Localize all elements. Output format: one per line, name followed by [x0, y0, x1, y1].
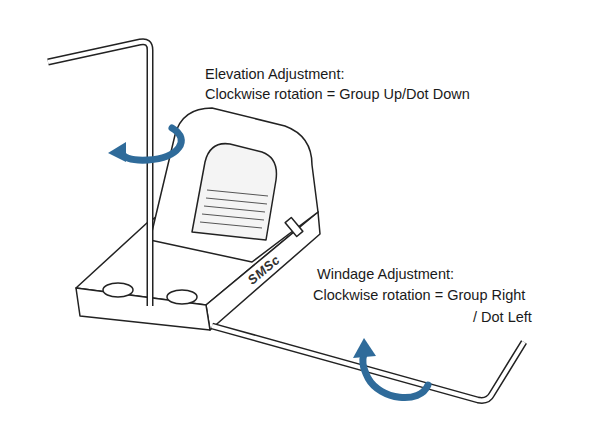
screw-recess: [167, 290, 197, 304]
callout-text: / Dot Left: [473, 309, 532, 326]
screw-recess: [103, 283, 133, 297]
callout-heading: Windage Adjustment:: [317, 266, 454, 283]
rotation-arrow: [363, 354, 428, 398]
callout-text: Clockwise rotation = Group Up/Dot Down: [205, 86, 470, 103]
callout-heading: Elevation Adjustment:: [205, 66, 344, 83]
arrow-head: [108, 142, 126, 162]
rotation-arrow: [122, 128, 181, 160]
arrow-head: [353, 338, 376, 358]
hex-key: [212, 326, 524, 400]
battery-recess: [285, 218, 303, 237]
base-front: [76, 288, 210, 330]
hex-key: [48, 42, 150, 306]
hex-key: [48, 42, 150, 306]
callout-text: Clockwise rotation = Group Right: [313, 287, 525, 304]
hex-key: [212, 326, 524, 400]
hood-window: [192, 144, 276, 240]
